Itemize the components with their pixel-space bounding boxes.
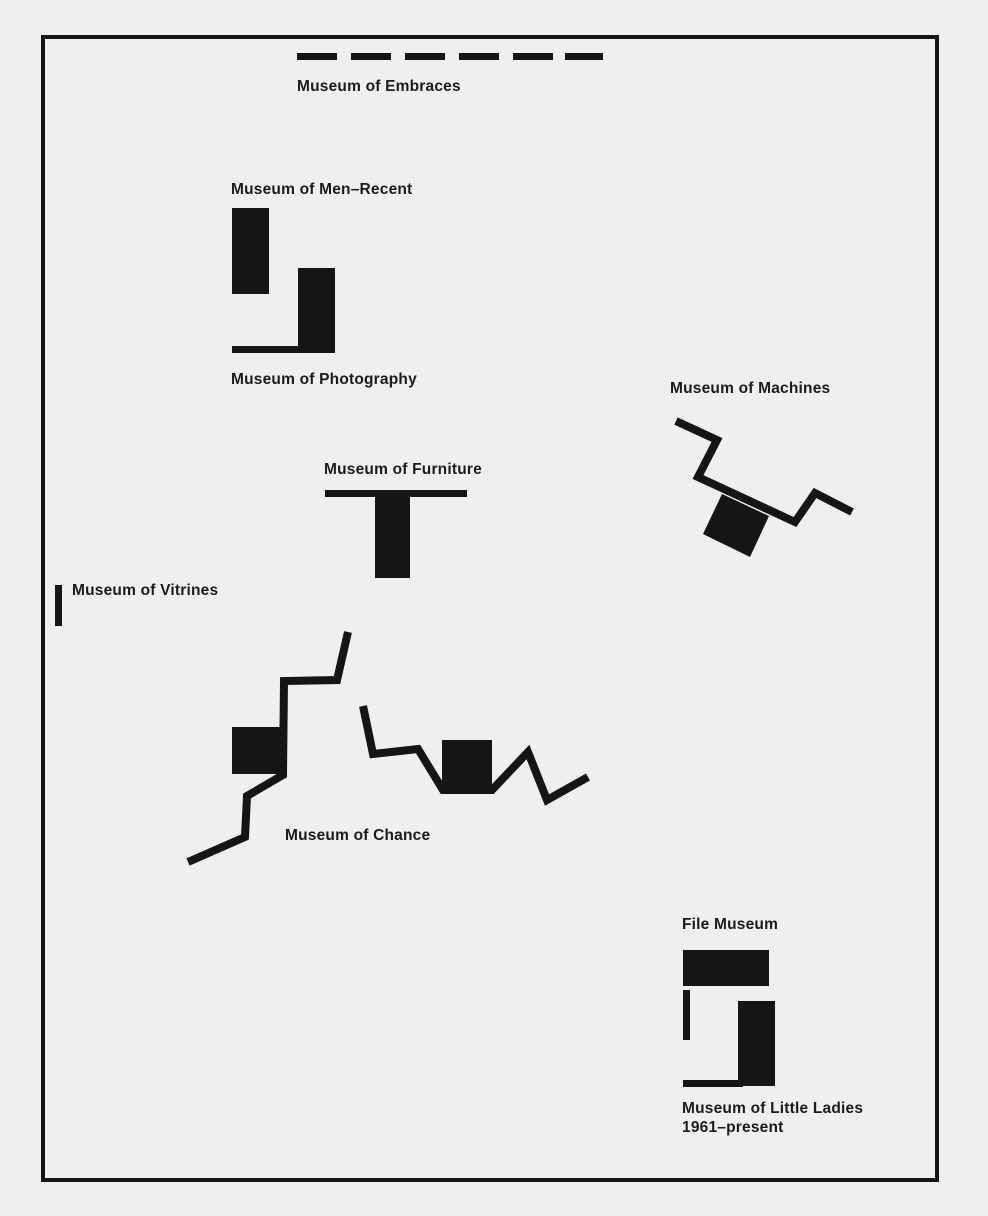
little-ladies-block — [738, 1001, 775, 1086]
label-embraces: Museum of Embraces — [297, 78, 461, 95]
chance-right-block — [442, 740, 492, 793]
vitrines-bar — [55, 585, 62, 626]
machines-zigzag — [674, 417, 854, 528]
photography-base-bar — [232, 346, 302, 353]
label-little-ladies: Museum of Little Ladies — [682, 1100, 864, 1117]
label-machines: Museum of Machines — [670, 380, 831, 397]
label-little-ladies-dates: 1961–present — [682, 1119, 784, 1136]
embraces-dashed-line — [297, 53, 603, 60]
label-photography: Museum of Photography — [231, 371, 417, 388]
file-museum-block — [683, 950, 769, 986]
men-recent-block — [232, 208, 269, 294]
photography-block — [298, 268, 335, 353]
label-vitrines: Museum of Vitrines — [72, 582, 219, 599]
furniture-stem — [375, 497, 410, 578]
diagram-frame — [41, 35, 939, 1182]
little-ladies-base-bar — [683, 1080, 743, 1087]
chance-left-block — [232, 727, 282, 774]
label-file-museum: File Museum — [682, 916, 779, 933]
chance-left-zigzag — [186, 631, 352, 866]
file-museum-vertical-bar — [683, 990, 690, 1040]
furniture-top-bar — [325, 490, 467, 497]
machines-block — [703, 494, 769, 557]
label-furniture: Museum of Furniture — [324, 461, 482, 478]
label-chance: Museum of Chance — [285, 827, 431, 844]
label-men-recent: Museum of Men–Recent — [231, 181, 413, 198]
